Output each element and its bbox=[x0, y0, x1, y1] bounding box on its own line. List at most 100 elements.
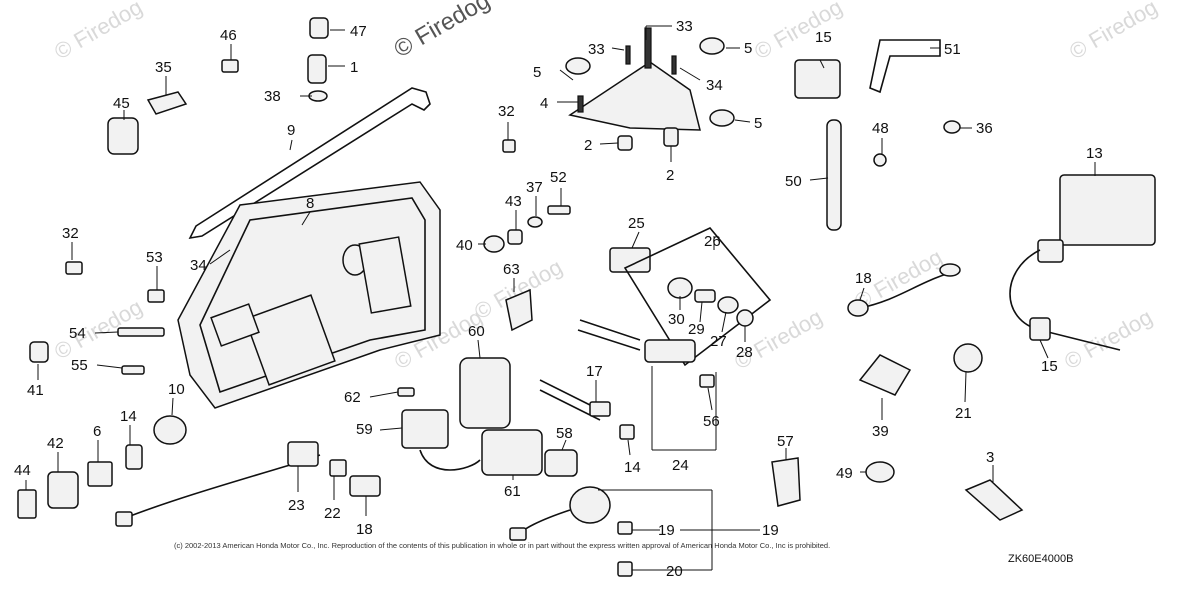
part-19b bbox=[617, 561, 633, 577]
switch-hardware bbox=[483, 139, 571, 253]
callout: 51 bbox=[944, 41, 961, 58]
callout: 6 bbox=[93, 423, 101, 440]
callout: 52 bbox=[550, 169, 567, 186]
part-56 bbox=[699, 374, 715, 388]
callout: 28 bbox=[736, 344, 753, 361]
part-12 bbox=[619, 424, 635, 440]
callout: 40 bbox=[456, 237, 473, 254]
callout: 20 bbox=[666, 563, 683, 580]
part-61 bbox=[481, 429, 543, 476]
callout: 49 bbox=[836, 465, 853, 482]
callout: 25 bbox=[628, 215, 645, 232]
callout: 24 bbox=[672, 457, 689, 474]
part-19a bbox=[617, 521, 633, 535]
callout: 32 bbox=[62, 225, 79, 242]
callout: 5 bbox=[744, 40, 752, 57]
callout: 19 bbox=[658, 522, 675, 539]
connector-15 bbox=[589, 401, 611, 417]
gasket-part bbox=[188, 87, 431, 240]
part-59 bbox=[401, 409, 449, 449]
callout: 35 bbox=[155, 59, 172, 76]
part-58 bbox=[544, 449, 578, 477]
small-hardware-left bbox=[17, 17, 329, 519]
mounting-plate bbox=[565, 27, 735, 151]
callout: 15 bbox=[815, 29, 832, 46]
callout: 8 bbox=[306, 195, 314, 212]
callout: 23 bbox=[288, 497, 305, 514]
callout: 45 bbox=[113, 95, 130, 112]
callout: 2 bbox=[666, 167, 674, 184]
fuse-63 bbox=[505, 288, 533, 332]
callout: 43 bbox=[505, 193, 522, 210]
callout: 41 bbox=[27, 382, 44, 399]
callout: 37 bbox=[526, 179, 543, 196]
callout: 63 bbox=[503, 261, 520, 278]
callout: 10 bbox=[168, 381, 185, 398]
wire-59 bbox=[419, 449, 481, 471]
callout: 3 bbox=[986, 449, 994, 466]
callout: 60 bbox=[468, 323, 485, 340]
callout: 44 bbox=[14, 462, 31, 479]
callout: 57 bbox=[777, 433, 794, 450]
callout: 33 bbox=[588, 41, 605, 58]
watermark: © Firedog bbox=[750, 0, 846, 64]
callout: 47 bbox=[350, 23, 367, 40]
callout: 61 bbox=[504, 483, 521, 500]
callout: 15 bbox=[1041, 358, 1058, 375]
watermark: © Firedog bbox=[50, 0, 146, 64]
callout: 13 bbox=[1086, 145, 1103, 162]
right-parts bbox=[771, 39, 1156, 521]
part-17 bbox=[349, 475, 381, 497]
callout: 54 bbox=[69, 325, 86, 342]
callout: 22 bbox=[324, 505, 341, 522]
callout: 18 bbox=[356, 521, 373, 538]
callout: 48 bbox=[872, 120, 889, 137]
callout: 27 bbox=[710, 333, 727, 350]
callout: 59 bbox=[356, 421, 373, 438]
callout: 36 bbox=[976, 120, 993, 137]
callout: 14 bbox=[120, 408, 137, 425]
callout: 5 bbox=[533, 64, 541, 81]
callout: 1 bbox=[350, 59, 358, 76]
callout: 9 bbox=[287, 122, 295, 139]
connector-end bbox=[115, 511, 133, 527]
bolt-62 bbox=[397, 387, 415, 397]
callout: 18 bbox=[855, 270, 872, 287]
control-box-part bbox=[177, 181, 441, 409]
callout: 46 bbox=[220, 27, 237, 44]
coil-18 bbox=[569, 486, 611, 524]
callout: 32 bbox=[498, 103, 515, 120]
callout: 33 bbox=[676, 18, 693, 35]
watermark: © Firedog bbox=[1065, 0, 1161, 64]
callout: 38 bbox=[264, 88, 281, 105]
callout: 30 bbox=[668, 311, 685, 328]
callout-labels: 47 1 38 46 35 45 9 8 34 32 53 54 55 41 1… bbox=[14, 18, 1103, 580]
callout: 58 bbox=[556, 425, 573, 442]
callout: 29 bbox=[688, 321, 705, 338]
callout: 55 bbox=[71, 357, 88, 374]
connector-18 bbox=[509, 527, 527, 541]
callout: 62 bbox=[344, 389, 361, 406]
part-21 bbox=[329, 459, 347, 477]
callout: 56 bbox=[703, 413, 720, 430]
callout: 39 bbox=[872, 423, 889, 440]
connector-22 bbox=[287, 441, 319, 467]
watermark-main: © Firedog bbox=[390, 0, 495, 63]
callout: 4 bbox=[540, 95, 548, 112]
callout: 34 bbox=[190, 257, 207, 274]
callout: 50 bbox=[785, 173, 802, 190]
wire-18 bbox=[519, 509, 571, 536]
callout: 2 bbox=[584, 137, 592, 154]
callout: 26 bbox=[704, 233, 721, 250]
callout: 21 bbox=[955, 405, 972, 422]
callout: 42 bbox=[47, 435, 64, 452]
switch-24 bbox=[609, 247, 651, 273]
leader-lines bbox=[25, 25, 1096, 571]
callout: 34 bbox=[706, 77, 723, 94]
part-60 bbox=[459, 357, 511, 429]
callout: 14 bbox=[624, 459, 641, 476]
callout: 19 bbox=[762, 522, 779, 539]
callout: 53 bbox=[146, 249, 163, 266]
copyright-notice: (c) 2002-2013 American Honda Motor Co., … bbox=[174, 541, 830, 550]
